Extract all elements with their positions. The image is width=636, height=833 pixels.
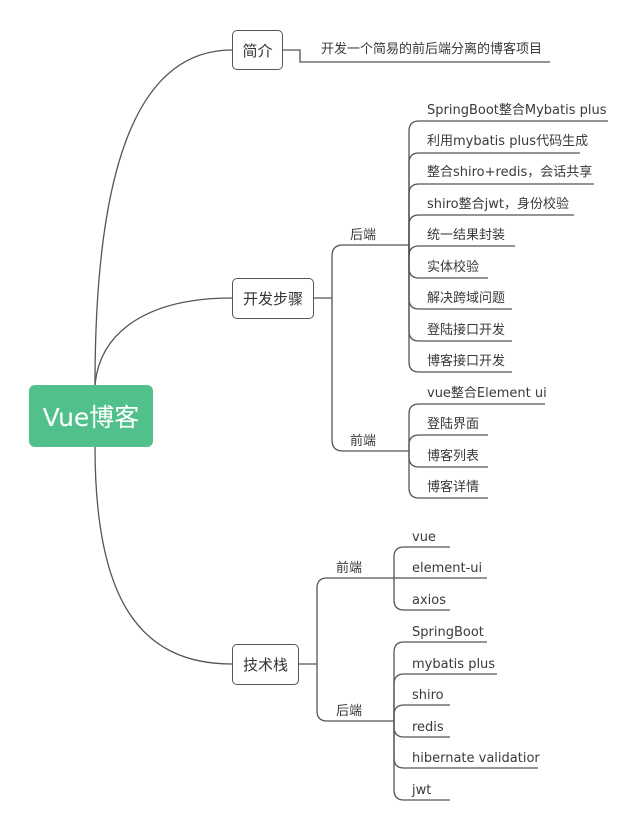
list-item[interactable]: 整合shiro+redis，会话共享 bbox=[427, 165, 593, 180]
list-item[interactable]: jwt bbox=[412, 783, 432, 798]
connector-intro-text bbox=[283, 49, 550, 63]
list-item[interactable]: 统一结果封装 bbox=[427, 228, 506, 243]
list-item[interactable]: element-ui bbox=[412, 561, 483, 576]
connector-steps-frontend bbox=[331, 298, 385, 452]
list-item[interactable]: 登陆接口开发 bbox=[427, 323, 506, 338]
branch-intro-node[interactable]: 简介 bbox=[232, 30, 283, 70]
list-item[interactable]: 登陆界面 bbox=[427, 417, 480, 432]
list-item[interactable]: SpringBoot整合Mybatis plus bbox=[427, 103, 607, 118]
list-item[interactable]: axios bbox=[412, 593, 446, 608]
list-item[interactable]: vue bbox=[412, 530, 436, 545]
list-item[interactable]: mybatis plus bbox=[412, 657, 496, 672]
list-item[interactable]: SpringBoot bbox=[412, 625, 484, 640]
list-item[interactable]: 解决跨域问题 bbox=[427, 291, 506, 306]
list-item[interactable]: hibernate validatior bbox=[412, 751, 540, 766]
list-item[interactable]: 利用mybatis plus代码生成 bbox=[427, 134, 589, 149]
steps-backend-label[interactable]: 后端 bbox=[350, 228, 377, 243]
connector-steps-backend bbox=[331, 244, 385, 298]
list-item[interactable]: 博客列表 bbox=[427, 449, 480, 464]
stack-frontend-label[interactable]: 前端 bbox=[336, 561, 363, 576]
list-item[interactable]: vue整合Element ui bbox=[427, 386, 547, 401]
stack-backend-label[interactable]: 后端 bbox=[336, 704, 363, 719]
connector-root-steps bbox=[94, 297, 233, 386]
connector-stack-frontend bbox=[316, 577, 370, 664]
root-node[interactable]: Vue博客 bbox=[29, 385, 153, 447]
list-item[interactable]: 实体校验 bbox=[427, 260, 480, 275]
list-item[interactable]: 博客详情 bbox=[427, 480, 480, 495]
list-item[interactable]: redis bbox=[412, 720, 444, 735]
list-item[interactable]: shiro整合jwt，身份校验 bbox=[427, 197, 569, 212]
list-item[interactable]: 博客接口开发 bbox=[427, 354, 506, 369]
intro-description: 开发一个简易的前后端分离的博客项目 bbox=[321, 42, 543, 57]
connector-root-intro bbox=[94, 49, 233, 386]
connector-stack-backend bbox=[316, 664, 370, 722]
branch-stack-node[interactable]: 技术栈 bbox=[232, 644, 299, 685]
list-item[interactable]: shiro bbox=[412, 688, 444, 703]
steps-frontend-label[interactable]: 前端 bbox=[350, 434, 377, 449]
connector-root-stack bbox=[94, 446, 233, 665]
branch-steps-node[interactable]: 开发步骤 bbox=[232, 278, 314, 319]
